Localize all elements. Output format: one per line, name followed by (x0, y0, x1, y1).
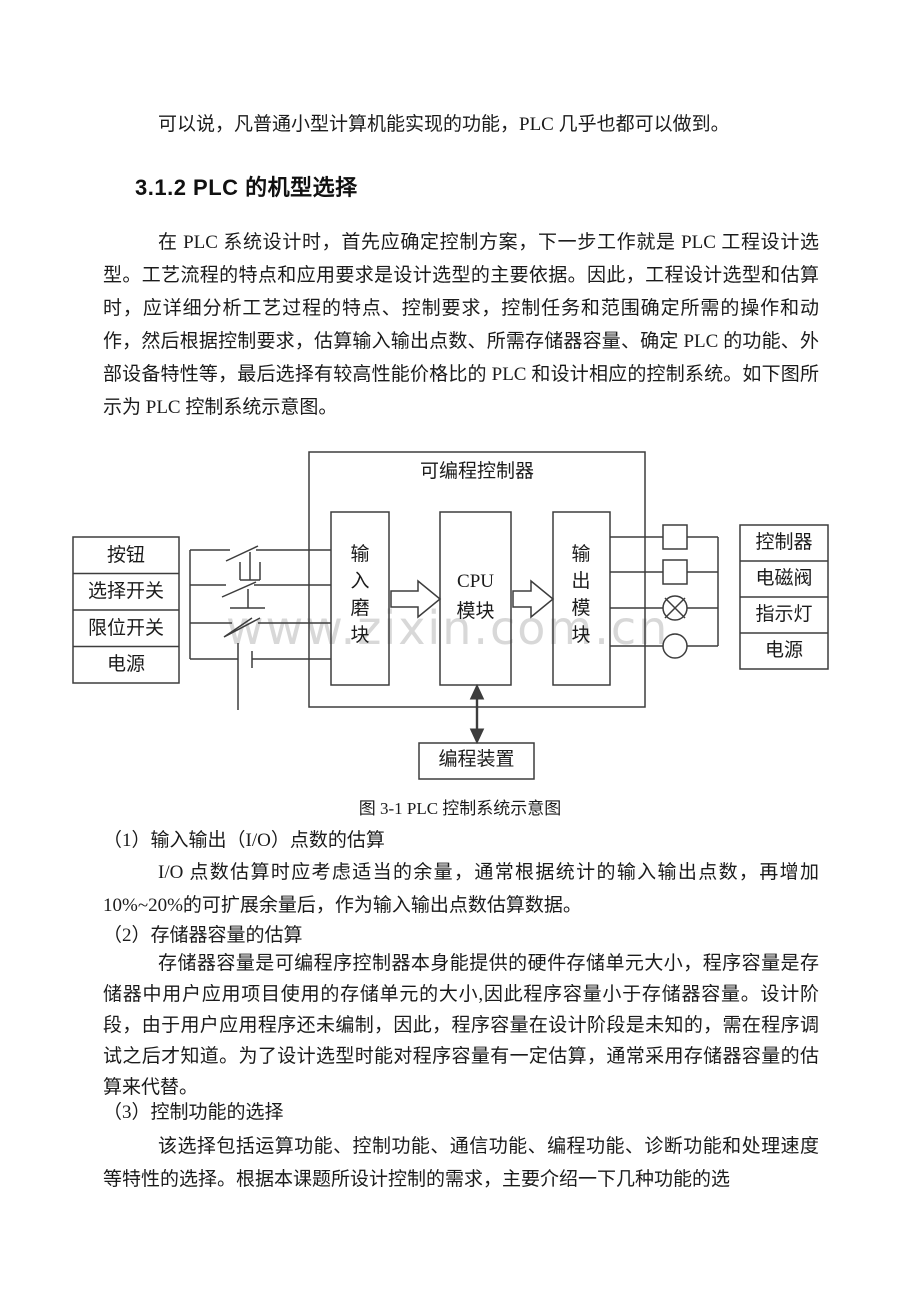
input-module-box (330, 511, 390, 686)
plc-label: 可编程控制器 (419, 461, 534, 482)
battery-symbol (237, 643, 253, 710)
output-device-controller: 控制器 (755, 532, 813, 553)
output-device-indicator: 指示灯 (755, 604, 813, 625)
pushbutton-symbol (225, 545, 261, 581)
output-device-solenoid: 电磁阀 (755, 568, 813, 589)
item-3-title: （3）控制功能的选择 (103, 1102, 284, 1123)
intro-paragraph: 可以说，凡普通小型计算机能实现的功能，PLC 几乎也都可以做到。 (158, 114, 730, 135)
output-device-power: 电源 (764, 640, 803, 661)
item-2-title: （2）存储器容量的估算 (103, 925, 303, 946)
output-module-label: 输出模块 (571, 544, 591, 646)
arrow-input-to-cpu (390, 579, 442, 619)
io-paragraph: I/O 点数估算时应考虑适当的余量，通常根据统计的输入输出点数，再增加10%~2… (103, 862, 819, 916)
output-lines (610, 536, 718, 647)
programmer-label: 编程装置 (438, 749, 515, 770)
output-symbol-lamp (662, 595, 688, 621)
cpu-module-label-line1: CPU (457, 571, 494, 592)
function-paragraph: 该选择包括运算功能、控制功能、通信功能、编程功能、诊断功能和处理速度等特性的选择… (103, 1136, 819, 1190)
output-symbol-circle (662, 633, 688, 659)
input-device-limit-switch: 限位开关 (87, 618, 164, 639)
figure-caption: 图 3-1 PLC 控制系统示意图 (358, 799, 562, 818)
input-device-table (72, 536, 180, 684)
input-device-button: 按钮 (106, 545, 145, 566)
input-device-power: 电源 (106, 654, 145, 675)
output-device-table (739, 524, 829, 670)
watermark-text: www.zixin.com.cn (226, 601, 670, 655)
plc-system-diagram (72, 451, 829, 780)
output-symbol-square-1 (662, 524, 688, 550)
design-paragraph: 在 PLC 系统设计时，首先应确定控制方案，下一步工作就是 PLC 工程设计选型… (103, 232, 819, 418)
arrow-cpu-to-output (512, 579, 555, 619)
item-1-title: （1）输入输出（I/O）点数的估算 (103, 830, 385, 851)
selector-switch-symbol (221, 581, 265, 609)
cpu-module-label-line2: 模块 (456, 601, 495, 622)
limit-switch-symbol (223, 617, 261, 638)
output-symbol-square-2 (662, 559, 688, 585)
memory-paragraph: 存储器容量是可编程序控制器本身能提供的硬件存储单元大小，程序容量是存储器中用户应… (103, 953, 819, 1098)
input-module-label: 输入磨块 (350, 544, 370, 646)
input-device-selector: 选择开关 (87, 581, 164, 602)
arrow-cpu-programmer (469, 683, 485, 745)
section-heading: 3.1.2 PLC 的机型选择 (135, 175, 358, 200)
